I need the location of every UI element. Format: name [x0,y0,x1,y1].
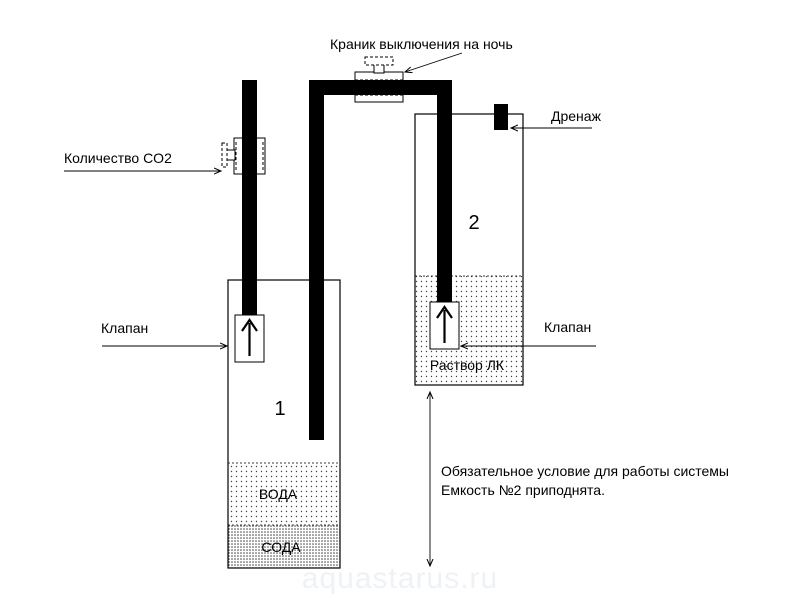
co2-amount-label: Количество CO2 [64,150,172,166]
container-1-soda-layer [228,525,340,568]
solution-label: Раствор ЛК [430,357,505,373]
leader-arrows [64,52,596,566]
drain-plug [494,104,508,130]
container-2-outline [414,113,524,386]
check-valve-right-icon [429,301,460,350]
shutoff-valve-label: Краник выключения на ночь [330,36,513,52]
left-outlet-pipe [242,80,257,316]
water-label: ВОДА [259,486,298,502]
shutoff-valve-icon [354,56,404,103]
condition-line-1: Обязательное условие для работы системы [441,463,729,479]
container-2: 2 Раствор ЛК [414,113,524,386]
container-1: 1 ВОДА СОДА [227,279,341,569]
soda-label: СОДА [261,539,301,555]
drain-label: Дренаж [551,108,602,124]
container-1-water-layer [228,463,340,525]
container-1-number: 1 [274,398,285,420]
connecting-pipe-top-horizontal [309,80,452,95]
container-2-number: 2 [468,212,479,234]
valve-left-label: Клапан [101,320,148,336]
condition-line-2: Емкость №2 приподнята. [441,482,605,498]
connecting-pipe-left-vertical [309,80,324,440]
container-1-outline [227,279,341,569]
valve-right-label: Клапан [544,319,591,335]
tubing [242,80,452,440]
connecting-pipe-right-vertical [437,80,452,304]
check-valve-left-icon [234,314,265,363]
co2-regulator-valve-icon [221,137,266,175]
shutoff-valve-arrow [405,52,463,72]
